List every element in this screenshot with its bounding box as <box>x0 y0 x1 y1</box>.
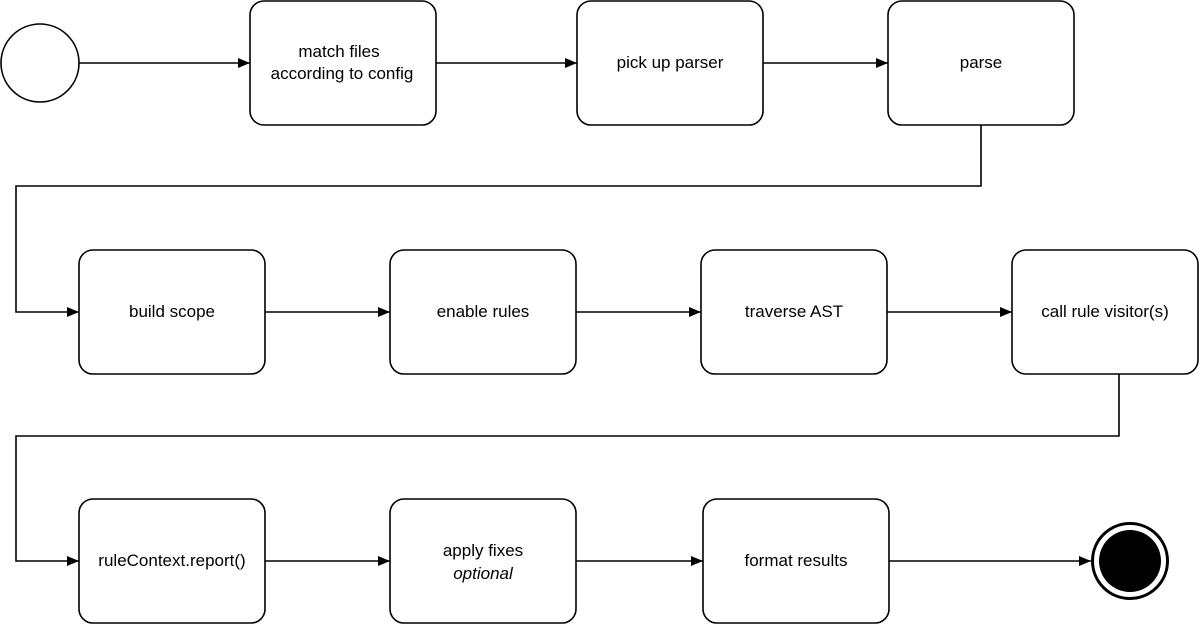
step-apply-fixes: apply fixes optional <box>389 498 577 624</box>
step-match-files-line2: according to config <box>271 64 414 83</box>
step-match-files: match files according to config <box>249 0 437 126</box>
step-build-scope-label: build scope <box>129 302 215 321</box>
step-report: ruleContext.report() <box>78 498 266 624</box>
step-traverse-ast-label: traverse AST <box>745 302 843 321</box>
initial-node <box>0 23 80 103</box>
step-call-visitors-label: call rule visitor(s) <box>1041 302 1169 321</box>
step-parse-label: parse <box>960 53 1003 72</box>
step-pick-parser: pick up parser <box>576 0 764 126</box>
step-pick-parser-label: pick up parser <box>617 53 724 72</box>
step-build-scope: build scope <box>78 249 266 375</box>
step-apply-fixes-sublabel: optional <box>453 564 514 583</box>
final-node <box>1091 522 1169 600</box>
step-format-results-label: format results <box>745 551 848 570</box>
connector-parse-to-build-scope <box>15 125 982 317</box>
connector-call-visitors-to-report <box>15 374 1120 566</box>
step-enable-rules-label: enable rules <box>437 302 530 321</box>
step-report-label: ruleContext.report() <box>98 551 245 570</box>
step-call-visitors: call rule visitor(s) <box>1011 249 1199 375</box>
step-format-results: format results <box>702 498 890 624</box>
step-apply-fixes-label: apply fixes <box>443 541 523 560</box>
connectors <box>15 58 1120 566</box>
step-enable-rules: enable rules <box>389 249 577 375</box>
step-parse: parse <box>887 0 1075 126</box>
step-traverse-ast: traverse AST <box>700 249 888 375</box>
step-match-files-line1: match files <box>298 42 379 61</box>
